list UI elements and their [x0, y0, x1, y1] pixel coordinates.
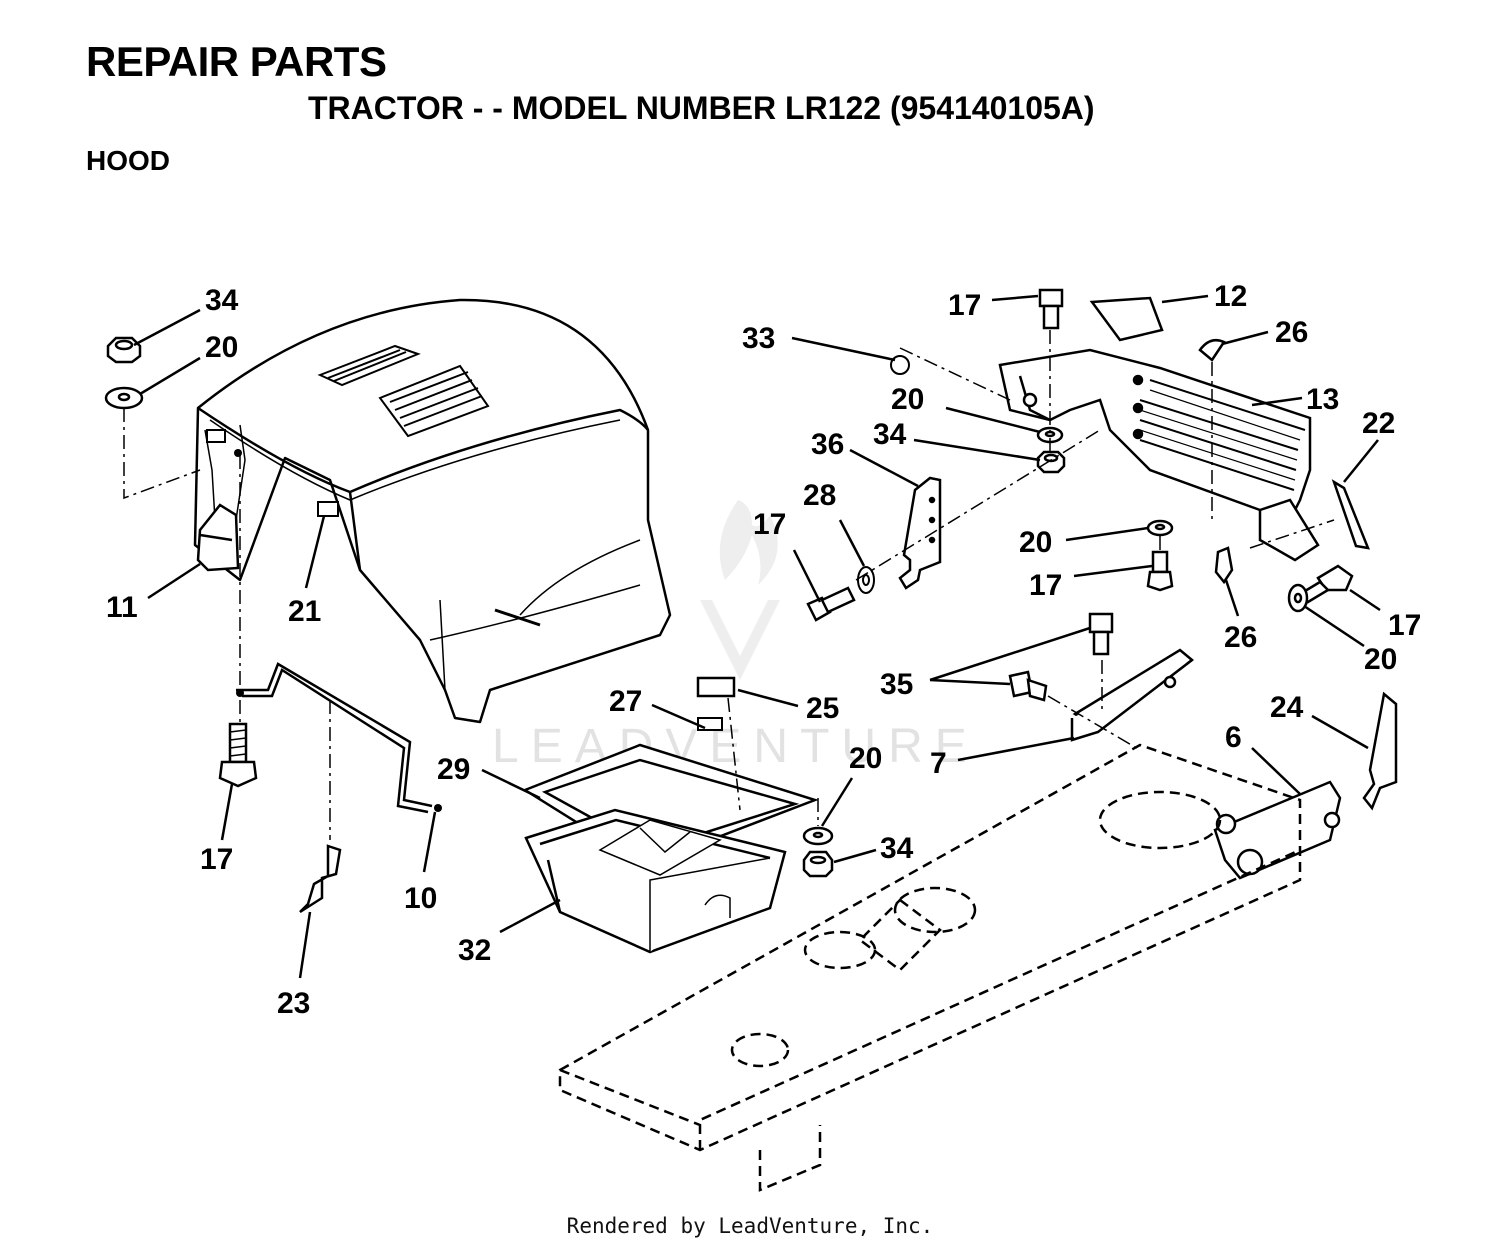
model-subtitle: TRACTOR - - MODEL NUMBER LR122 (95414010… [308, 90, 1095, 126]
clip-26-top [1198, 339, 1226, 362]
nut-34-a [106, 336, 142, 364]
grille-13 [998, 348, 1320, 562]
ball-33 [890, 355, 910, 375]
callout-26: 26 [1224, 621, 1257, 654]
callout-26: 26 [1275, 316, 1308, 349]
bracket-23 [299, 844, 342, 914]
callout-22: 22 [1362, 407, 1395, 440]
callout-10: 10 [404, 882, 437, 915]
bolt-17-top [1038, 288, 1064, 330]
callout-20: 20 [891, 383, 924, 416]
watermark-text: LEADVENTURE [492, 720, 979, 773]
nut-34-b [802, 850, 834, 878]
callout-7: 7 [930, 747, 947, 780]
callout-29: 29 [437, 753, 470, 786]
callout-35: 35 [880, 668, 913, 701]
callout-13: 13 [1306, 383, 1339, 416]
assembly-lines [123, 330, 1335, 840]
washer-20-d [1146, 519, 1174, 537]
page-title: REPAIR PARTS [86, 38, 387, 85]
callout-17: 17 [753, 508, 786, 541]
callout-11: 11 [106, 591, 138, 624]
bracket-24 [1362, 691, 1398, 811]
bracket-36 [898, 476, 942, 590]
clip-25 [696, 676, 736, 698]
hood-part [193, 298, 672, 724]
callout-24: 24 [1270, 691, 1304, 724]
callout-23: 23 [277, 987, 310, 1020]
callout-27: 27 [609, 685, 642, 718]
washer-20-a [104, 386, 144, 410]
callout-32: 32 [458, 934, 491, 967]
callout-17: 17 [1029, 569, 1062, 602]
callout-numbers: 34 20 11 21 17 10 23 27 25 29 32 20 34 3… [106, 280, 1421, 1020]
plate-12 [1089, 296, 1164, 342]
callout-33: 33 [742, 322, 775, 355]
nut-34-c [1036, 450, 1066, 474]
leader-lines [133, 294, 1381, 979]
callout-6: 6 [1225, 721, 1242, 754]
washer-20-e [1287, 583, 1309, 613]
callout-34: 34 [873, 418, 907, 451]
section-title: HOOD [86, 145, 170, 176]
bolt-35-left [1008, 670, 1048, 702]
leadventure-watermark: LEADVENTURE [492, 500, 979, 773]
hood-rod-10 [236, 662, 433, 814]
hood-hole [234, 449, 242, 457]
footer-credit: Rendered by LeadVenture, Inc. [566, 1214, 934, 1238]
bracket-7 [1070, 648, 1195, 742]
chassis-frame [558, 743, 1302, 1192]
pad-21 [317, 501, 339, 517]
pad-top [206, 429, 226, 443]
callout-20: 20 [849, 742, 882, 775]
callout-17: 17 [1388, 609, 1421, 642]
emblem-22 [1331, 479, 1370, 550]
bolt-17-center [806, 586, 856, 622]
bolt-35-top [1088, 612, 1114, 656]
callout-17: 17 [948, 289, 981, 322]
callout-34: 34 [205, 284, 239, 317]
axle-6 [1213, 780, 1342, 880]
callout-21: 21 [288, 595, 321, 628]
hood-vents [317, 344, 490, 438]
callout-20: 20 [1364, 643, 1397, 676]
clip-27 [697, 717, 723, 731]
callout-28: 28 [803, 479, 836, 512]
air-box-32 [524, 808, 787, 954]
callout-36: 36 [811, 428, 844, 461]
callout-12: 12 [1214, 280, 1247, 313]
bolt-17-left [218, 722, 258, 788]
bolt-17-under [1146, 550, 1174, 592]
callout-20: 20 [1019, 526, 1052, 559]
callout-25: 25 [806, 692, 839, 725]
clip-26-right [1214, 546, 1234, 585]
washer-20-b [802, 826, 834, 846]
callout-17: 17 [200, 843, 233, 876]
callout-20: 20 [205, 331, 238, 364]
star-washer-28 [857, 566, 875, 594]
callout-34: 34 [880, 832, 914, 865]
hood-pad-11 [196, 503, 240, 572]
